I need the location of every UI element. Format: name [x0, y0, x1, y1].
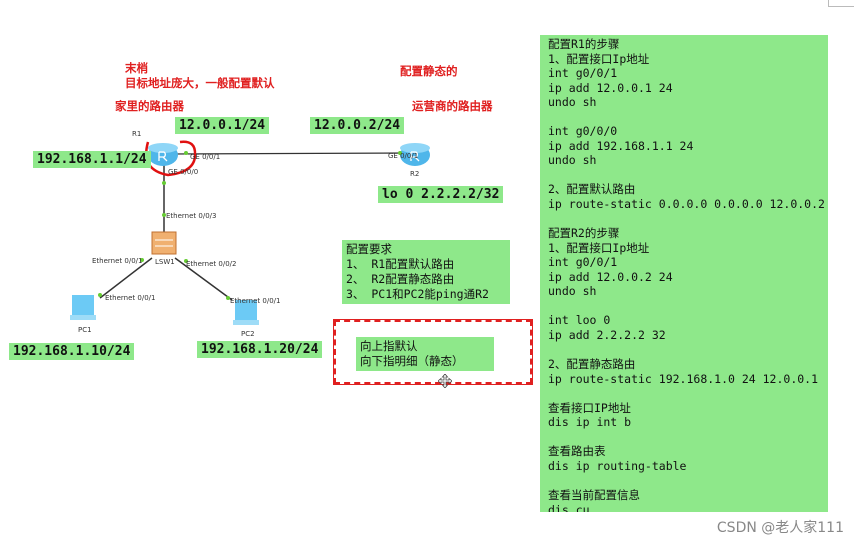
stub-title: 末梢: [125, 61, 148, 75]
home-router-label: 家里的路由器: [115, 99, 184, 113]
step-line: ip add 12.0.0.2 24: [548, 269, 673, 284]
step-line: ip add 2.2.2.2 32: [548, 327, 666, 342]
requirements-box: 配置要求 1、 R1配置默认路由 2、 R2配置静态路由 3、 PC1和PC2能…: [342, 240, 510, 304]
step-line: undo sh: [548, 153, 597, 168]
step-line: 配置R2的步骤: [548, 226, 620, 241]
step-line: 2、配置静态路由: [548, 357, 636, 372]
r2-label: R2: [410, 170, 420, 178]
link-lsw-pc1: [99, 257, 153, 299]
step-line: dis ip routing-table: [548, 458, 687, 473]
pc1-label: PC1: [78, 326, 92, 334]
step-line: int g0/0/0: [548, 124, 618, 139]
requirement-item: 1、 R1配置默认路由: [346, 257, 455, 271]
link-r1-r2: [169, 152, 411, 155]
lsw-label: LSW1: [155, 258, 175, 266]
step-line: undo sh: [548, 95, 597, 110]
csdn-watermark: CSDN @老人家111: [716, 520, 844, 536]
r1-g000-label: GE 0/0/0: [168, 168, 199, 176]
router-r1-icon: [148, 143, 178, 166]
pc2-label: PC2: [241, 330, 255, 338]
corner-box: [828, 0, 854, 7]
switch-icon: [151, 231, 177, 255]
ip-r1-g1: 12.0.0.1/24: [175, 117, 270, 134]
ip-r2-lo: lo 0 2.2.2.2/32: [378, 186, 504, 203]
step-line: [548, 430, 828, 445]
pc2-icon: [233, 300, 259, 325]
requirements-title: 配置要求: [346, 242, 392, 256]
step-line: 配置R1的步骤: [548, 37, 620, 51]
step-line: int g0/0/1: [548, 66, 618, 81]
step-line: int loo 0: [548, 313, 611, 328]
lsw-e2-label: Ethernet 0/0/2: [186, 260, 237, 268]
step-line: dis cu: [548, 502, 590, 513]
selected-textbox[interactable]: 向上指默认 向下指明细（静态）: [333, 319, 533, 385]
isp-router-label: 运营商的路由器: [412, 99, 493, 113]
step-line: undo sh: [548, 284, 597, 299]
step-line: 查看路由表: [548, 444, 606, 459]
requirement-item: 3、 PC1和PC2能ping通R2: [346, 287, 489, 301]
step-line: [548, 473, 828, 488]
pc1-icon: [70, 295, 96, 320]
ip-r1-g0: 192.168.1.1/24: [33, 151, 151, 168]
ip-pc2: 192.168.1.20/24: [197, 341, 323, 358]
link-lsw-pc2: [174, 257, 233, 301]
ip-pc1: 192.168.1.10/24: [9, 343, 135, 360]
lsw-e1-label: Ethernet 0/0/1: [92, 257, 143, 265]
step-line: 1、配置接口Ip地址: [548, 51, 650, 66]
step-line: 查看当前配置信息: [548, 487, 640, 502]
step-line: int g0/0/1: [548, 255, 618, 270]
step-line: 1、配置接口Ip地址: [548, 240, 650, 255]
r1-label: R1: [132, 130, 142, 138]
step-line: [548, 110, 828, 125]
step-line: 查看接口IP地址: [548, 400, 631, 415]
move-cursor-icon: [438, 374, 452, 388]
step-line: [548, 342, 828, 357]
step-line: ip route-static 0.0.0.0 0.0.0.0 12.0.0.2: [548, 197, 825, 212]
step-line: ip add 192.168.1.1 24: [548, 138, 694, 153]
requirement-item: 2、 R2配置静态路由: [346, 272, 455, 286]
step-line: [548, 386, 828, 401]
stub-desc: 目标地址庞大，一般配置默认: [125, 76, 275, 90]
note-line: 向下指明细（静态）: [360, 354, 464, 368]
note-line: 向上指默认: [360, 339, 418, 353]
r2-g001-label: GE 0/0/1: [388, 152, 419, 160]
step-line: dis ip int b: [548, 415, 632, 430]
step-line: [548, 299, 828, 314]
step-line: [548, 212, 828, 227]
router-r2-icon: [400, 143, 430, 166]
r1-g001-label: GE 0/0/1: [190, 153, 221, 161]
note-box: 向上指默认 向下指明细（静态）: [356, 337, 494, 371]
config-static-label: 配置静态的: [400, 64, 458, 78]
step-line: ip add 12.0.0.1 24: [548, 80, 673, 95]
step-line: 2、配置默认路由: [548, 182, 636, 197]
step-line: [548, 168, 828, 183]
pc1-e-label: Ethernet 0/0/1: [105, 294, 156, 302]
step-line: ip route-static 192.168.1.0 24 12.0.0.1: [548, 371, 819, 386]
ip-r2-g1: 12.0.0.2/24: [310, 117, 405, 134]
lsw-e3-label: Ethernet 0/0/3: [166, 212, 217, 220]
pc2-e-label: Ethernet 0/0/1: [230, 297, 281, 305]
topology-diagram: [70, 140, 430, 325]
